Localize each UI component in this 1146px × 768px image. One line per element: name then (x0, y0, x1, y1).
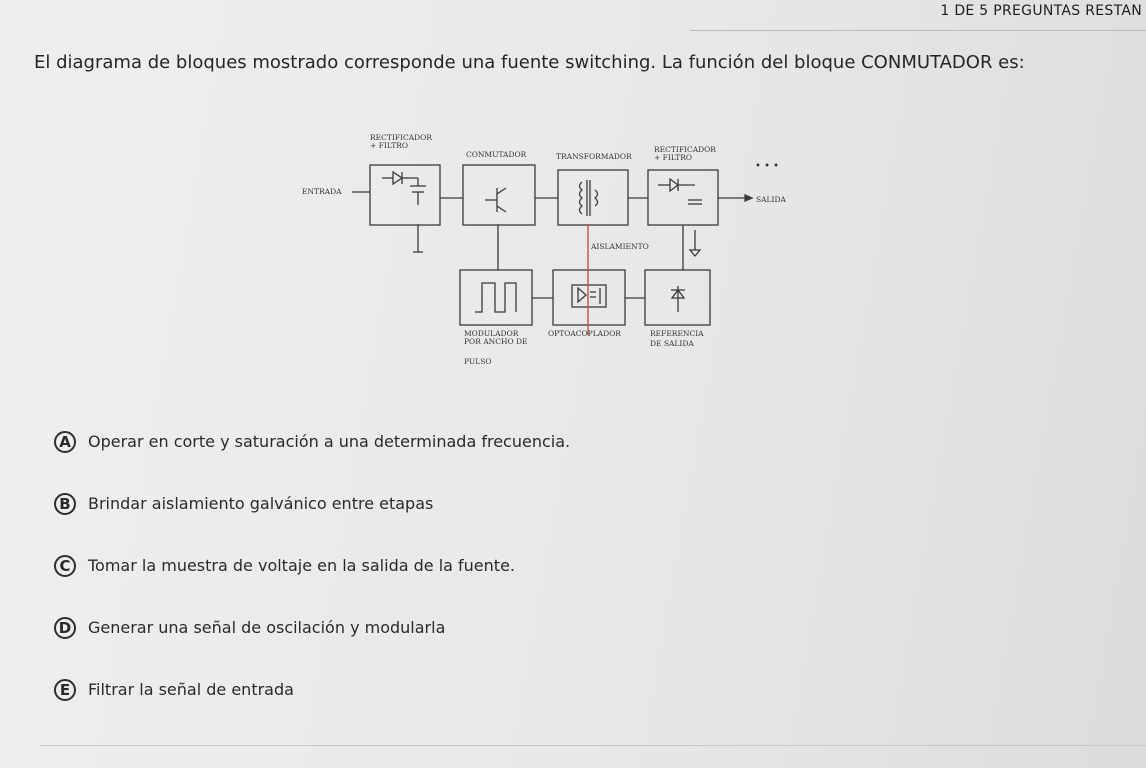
label-modulator-1: MODULADOR (464, 329, 519, 338)
answer-options: A Operar en corte y saturación a una det… (54, 425, 954, 735)
option-e[interactable]: E Filtrar la señal de entrada (54, 673, 954, 706)
label-rectifier-filter-1: RECTIFICADOR (370, 133, 432, 142)
option-letter-a[interactable]: A (54, 430, 76, 453)
label-optocoupler: OPTOACOPLADOR (548, 329, 621, 338)
label-modulator-3: PULSO (464, 357, 492, 366)
pwm-modulator-block (459, 269, 533, 326)
option-text-e[interactable]: Filtrar la señal de entrada (88, 680, 294, 699)
optocoupler-block (552, 269, 626, 326)
option-b[interactable]: B Brindar aislamiento galvánico entre et… (54, 487, 954, 520)
block-diagram: RECTIFICADOR + FILTRO CONMUTADOR TRANSFO… (290, 120, 790, 385)
label-isolation: AISLAMIENTO (591, 242, 649, 251)
label-transformer: TRANSFORMADOR (556, 152, 632, 161)
option-letter-c[interactable]: C (54, 554, 76, 577)
option-text-c[interactable]: Tomar la muestra de voltaje en la salida… (88, 556, 515, 575)
rectifier-filter-block (369, 164, 441, 226)
option-text-b[interactable]: Brindar aislamiento galvánico entre etap… (88, 494, 434, 513)
question-text: El diagrama de bloques mostrado correspo… (34, 52, 1025, 73)
switch-block (462, 164, 536, 226)
output-rectifier-block (647, 169, 719, 226)
questions-remaining-counter: 1 DE 5 PREGUNTAS RESTAN (940, 3, 1142, 19)
label-output-rectifier-1: RECTIFICADOR (654, 145, 716, 154)
label-output-rectifier-2: + FILTRO (654, 153, 693, 162)
label-input: ENTRADA (302, 187, 342, 196)
label-reference-2: DE SALIDA (650, 339, 694, 348)
option-letter-d[interactable]: D (54, 616, 76, 639)
option-a[interactable]: A Operar en corte y saturación a una det… (54, 425, 954, 458)
label-dots: • • • (755, 161, 780, 172)
option-text-a[interactable]: Operar en corte y saturación a una deter… (88, 432, 571, 451)
option-c[interactable]: C Tomar la muestra de voltaje en la sali… (54, 549, 954, 582)
label-reference-1: REFERENCIA (650, 329, 704, 338)
option-letter-e[interactable]: E (54, 678, 76, 701)
option-text-d[interactable]: Generar una señal de oscilación y modula… (88, 618, 446, 637)
label-rectifier-filter-2: + FILTRO (370, 141, 409, 150)
label-output: SALIDA (756, 195, 786, 204)
label-switch: CONMUTADOR (466, 150, 527, 159)
footer-divider (40, 745, 1146, 746)
option-letter-b[interactable]: B (54, 492, 76, 515)
label-modulator-2: POR ANCHO DE (464, 337, 528, 346)
transformer-block (557, 169, 629, 226)
block-diagram-svg (352, 164, 754, 335)
option-d[interactable]: D Generar una señal de oscilación y modu… (54, 611, 954, 644)
header-divider (690, 30, 1146, 31)
